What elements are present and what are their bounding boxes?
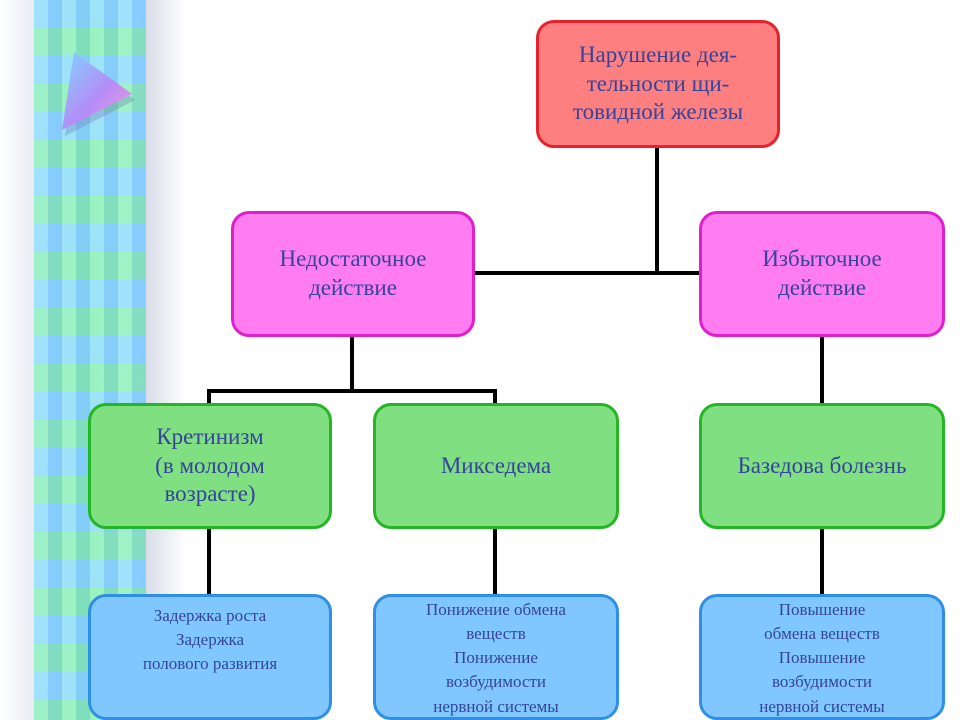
node-graves-disease: Базедова болезнь xyxy=(699,403,945,529)
node-line: (в молодом xyxy=(155,452,265,478)
side-shade-left xyxy=(0,0,34,720)
root-line: Нарушение дея- xyxy=(578,41,738,67)
node-myxedema: Микседема xyxy=(373,403,619,529)
play-triangle-icon xyxy=(62,52,135,136)
effect-line: Понижение обмена xyxy=(426,600,566,619)
node-line: Недостаточное xyxy=(279,246,427,272)
effect-line: возбудимости xyxy=(771,672,873,692)
node-line: Базедова болезнь xyxy=(737,452,907,478)
effect-line: нервной системы xyxy=(759,696,885,716)
decorative-side-strip xyxy=(34,0,146,720)
connector-root-down xyxy=(655,148,659,274)
node-line: действие xyxy=(309,275,397,300)
node-line: Избыточное xyxy=(762,246,882,272)
root-line: тельности щи- xyxy=(586,70,730,96)
node-line: Кретинизм xyxy=(156,423,264,449)
root-node-thyroid-dysfunction: Нарушение дея- тельности щи- товидной же… xyxy=(536,20,780,148)
connector-left-bar xyxy=(207,389,497,393)
connector-cretinism-up xyxy=(207,389,211,403)
effect-line: Задержка роста xyxy=(153,606,267,625)
node-insufficient-action: Недостаточное действие xyxy=(231,211,475,337)
root-line: товидной железы xyxy=(572,99,744,125)
effect-line: Повышение xyxy=(778,648,866,668)
connector-right-branch-down xyxy=(820,337,824,403)
node-cretinism: Кретинизм (в молодом возрасте) xyxy=(88,403,332,529)
connector-myxedema-up xyxy=(493,389,497,403)
effect-line: Задержка xyxy=(175,630,245,650)
connector-branch-bar xyxy=(475,271,699,275)
effect-line: возбудимости xyxy=(445,672,547,692)
effect-line: обмена веществ xyxy=(764,624,880,644)
connector-cretinism-effect xyxy=(207,528,211,594)
node-line: действие xyxy=(778,275,866,300)
effect-line: полового развития xyxy=(142,654,278,674)
connector-myxedema-effect xyxy=(493,528,497,594)
effect-line: веществ xyxy=(466,624,526,644)
effect-line: Повышение xyxy=(778,600,866,619)
connector-graves-effect xyxy=(820,528,824,594)
node-line: Микседема xyxy=(440,452,552,478)
effect-line: Понижение xyxy=(454,648,538,668)
node-excessive-action: Избыточное действие xyxy=(699,211,945,337)
effect-line: нервной системы xyxy=(433,696,559,716)
effect-cretinism: Задержка роста Задержка полового развити… xyxy=(88,594,332,720)
effect-myxedema: Понижение обмена веществ Понижение возбу… xyxy=(373,594,619,720)
effect-graves-disease: Повышение обмена веществ Повышение возбу… xyxy=(699,594,945,720)
node-line: возрасте) xyxy=(164,481,256,507)
connector-left-branch-down xyxy=(350,337,354,391)
